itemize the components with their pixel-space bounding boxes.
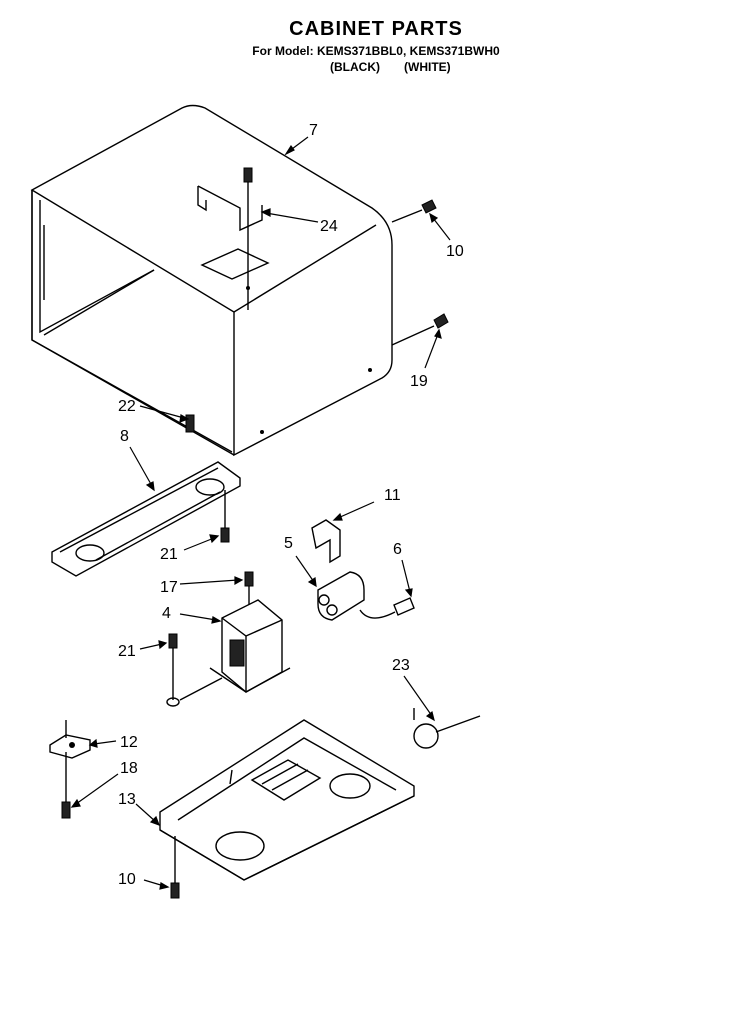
page-title: CABINET PARTS (289, 18, 463, 40)
thermal-cutout (413, 708, 481, 749)
diode-6 (393, 597, 415, 616)
callout-21-lower: 21 (118, 643, 136, 660)
transformer (209, 599, 291, 693)
leader-arrows (70, 136, 451, 890)
callout-7: 7 (309, 122, 318, 139)
screw-19 (391, 313, 449, 346)
callout-10-top: 10 (446, 243, 464, 260)
callout-labels: 7 24 10 19 22 8 11 21 5 6 17 4 21 23 12 … (118, 122, 464, 888)
callout-11: 11 (384, 487, 401, 504)
bracket-12 (49, 720, 91, 759)
screw-18 (61, 752, 71, 819)
capacitor-bracket (311, 519, 341, 564)
callout-22: 22 (118, 398, 136, 415)
callout-23: 23 (392, 657, 410, 674)
base-rail (51, 461, 241, 577)
callout-13: 13 (118, 791, 136, 808)
callout-12: 12 (120, 734, 138, 751)
screw-21-lower (166, 633, 223, 707)
callout-5: 5 (284, 535, 293, 552)
finish-white: (WHITE) (404, 60, 451, 74)
capacitor (317, 571, 396, 621)
cabinet-wrapper (30, 104, 393, 457)
callout-6: 6 (393, 541, 402, 558)
screw-22 (185, 414, 195, 433)
screw-10-bottom (170, 836, 180, 899)
callout-4: 4 (162, 605, 171, 622)
callout-8: 8 (120, 428, 129, 445)
callout-21-upper: 21 (160, 546, 178, 563)
base-plate (159, 719, 415, 881)
screw-10-top (391, 199, 437, 223)
callout-10-bottom: 10 (118, 871, 136, 888)
callout-24: 24 (320, 218, 338, 235)
screw-21-upper (220, 490, 230, 543)
callout-18: 18 (120, 760, 138, 777)
screw-24 (243, 167, 253, 183)
finish-black: (BLACK) (330, 60, 380, 74)
callout-17: 17 (160, 579, 178, 596)
model-subtitle: For Model: KEMS371BBL0, KEMS371BWH0 (252, 44, 500, 58)
callout-19: 19 (410, 373, 428, 390)
